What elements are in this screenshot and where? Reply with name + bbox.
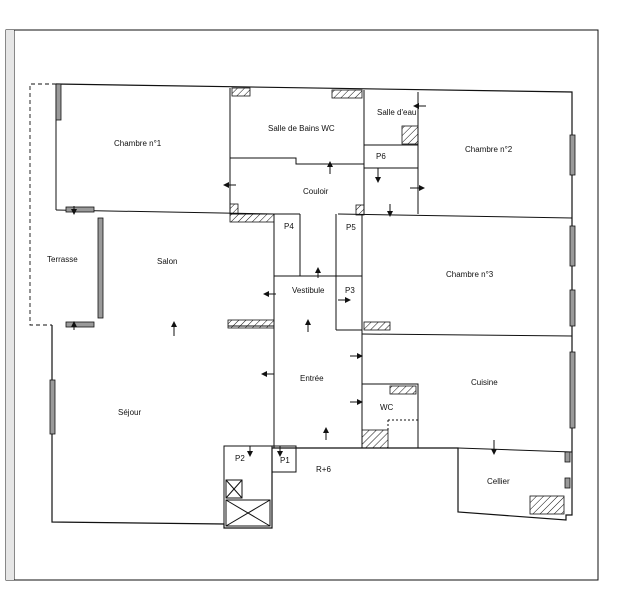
label-p5: P5 (346, 223, 356, 232)
label-wc: WC (380, 403, 394, 412)
label-p6: P6 (376, 152, 386, 161)
label-cuisine: Cuisine (471, 378, 498, 387)
page-frame (5, 29, 599, 581)
label-couloir: Couloir (303, 187, 329, 196)
label-r6: R+6 (316, 465, 331, 474)
windows (49, 83, 576, 489)
label-p3: P3 (345, 286, 355, 295)
label-p1: P1 (280, 456, 290, 465)
label-cellier: Cellier (487, 477, 510, 486)
interior-walls (55, 88, 573, 529)
label-sejour: Séjour (118, 408, 141, 417)
label-chambre2: Chambre n°2 (465, 145, 513, 154)
label-p4: P4 (284, 222, 294, 231)
door-arrows (71, 103, 497, 457)
label-p2: P2 (235, 454, 245, 463)
label-salon: Salon (157, 257, 177, 266)
label-vestibule: Vestibule (292, 286, 325, 295)
label-chambre1: Chambre n°1 (114, 139, 162, 148)
label-chambre3: Chambre n°3 (446, 270, 494, 279)
label-salle-bains: Salle de Bains WC (268, 124, 335, 133)
label-salle-eau: Salle d'eau (377, 108, 416, 117)
room-labels: Chambre n°1 Salle de Bains WC Salle d'ea… (47, 108, 513, 486)
hatched-blocks (227, 87, 565, 515)
label-terrasse: Terrasse (47, 255, 78, 264)
label-entree: Entrée (300, 374, 324, 383)
